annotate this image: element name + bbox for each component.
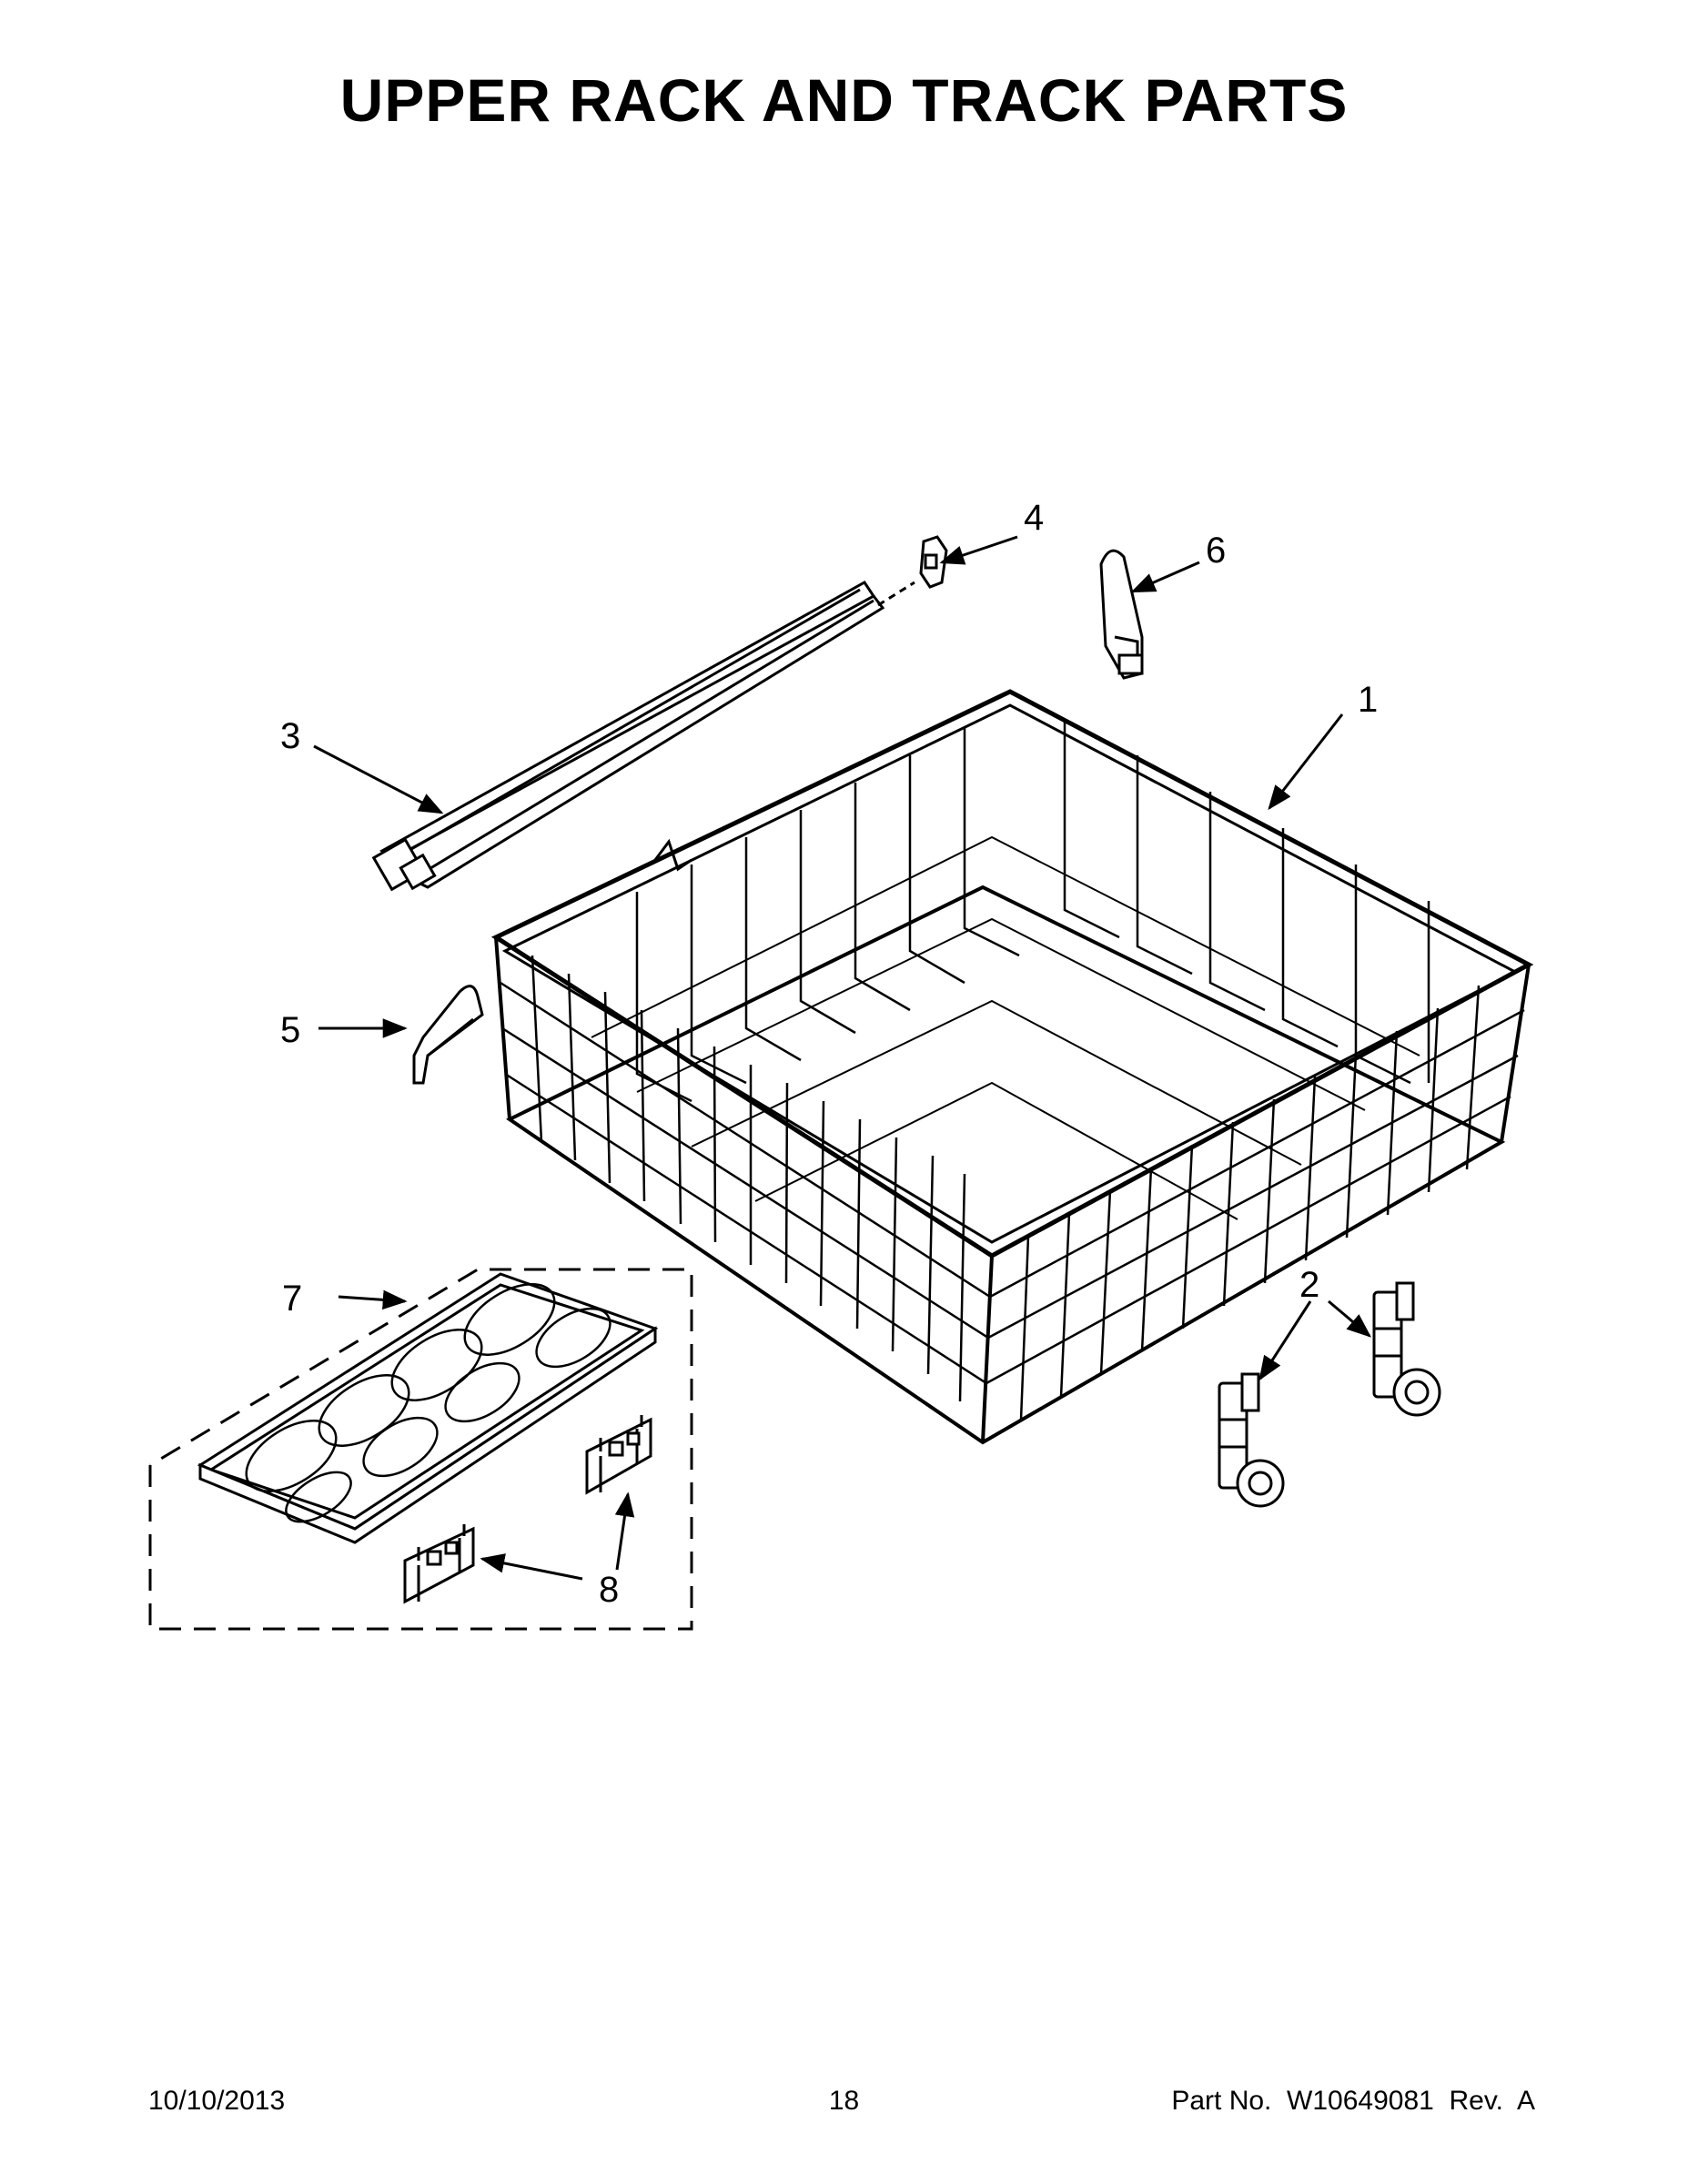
track-rail [371,581,885,892]
callout-4: 4 [1024,498,1044,538]
rack-handle [1099,549,1144,680]
shelf-clip-lower [403,1524,475,1604]
footer-date: 10/10/2013 [148,2086,286,2116]
callout-3: 3 [280,716,300,756]
rack-stop-clip [412,985,484,1085]
callout-8: 8 [599,1570,619,1610]
footer-part-number: Part No. W10649081 Rev. A [1171,2086,1535,2116]
footer-page-number: 18 [828,2086,860,2116]
callout-2: 2 [1299,1265,1319,1305]
shelf-clip-upper [585,1415,652,1495]
rack-wheel-left [1218,1372,1285,1508]
accessory-group-outline [148,1268,693,1631]
track-stop [877,535,948,607]
callout-1: 1 [1358,680,1378,720]
cup-shelf [197,1272,659,1544]
callout-5: 5 [280,1010,300,1050]
page-title: UPPER RACK AND TRACK PARTS [339,66,1349,134]
callout-7: 7 [282,1279,302,1319]
callout-labels: 1 2 3 4 5 6 7 8 [280,498,1378,1610]
callout-leaders [313,535,1372,1581]
rack-wheel-right [1372,1281,1441,1417]
callout-6: 6 [1206,531,1226,571]
upper-rack [490,689,1534,1445]
